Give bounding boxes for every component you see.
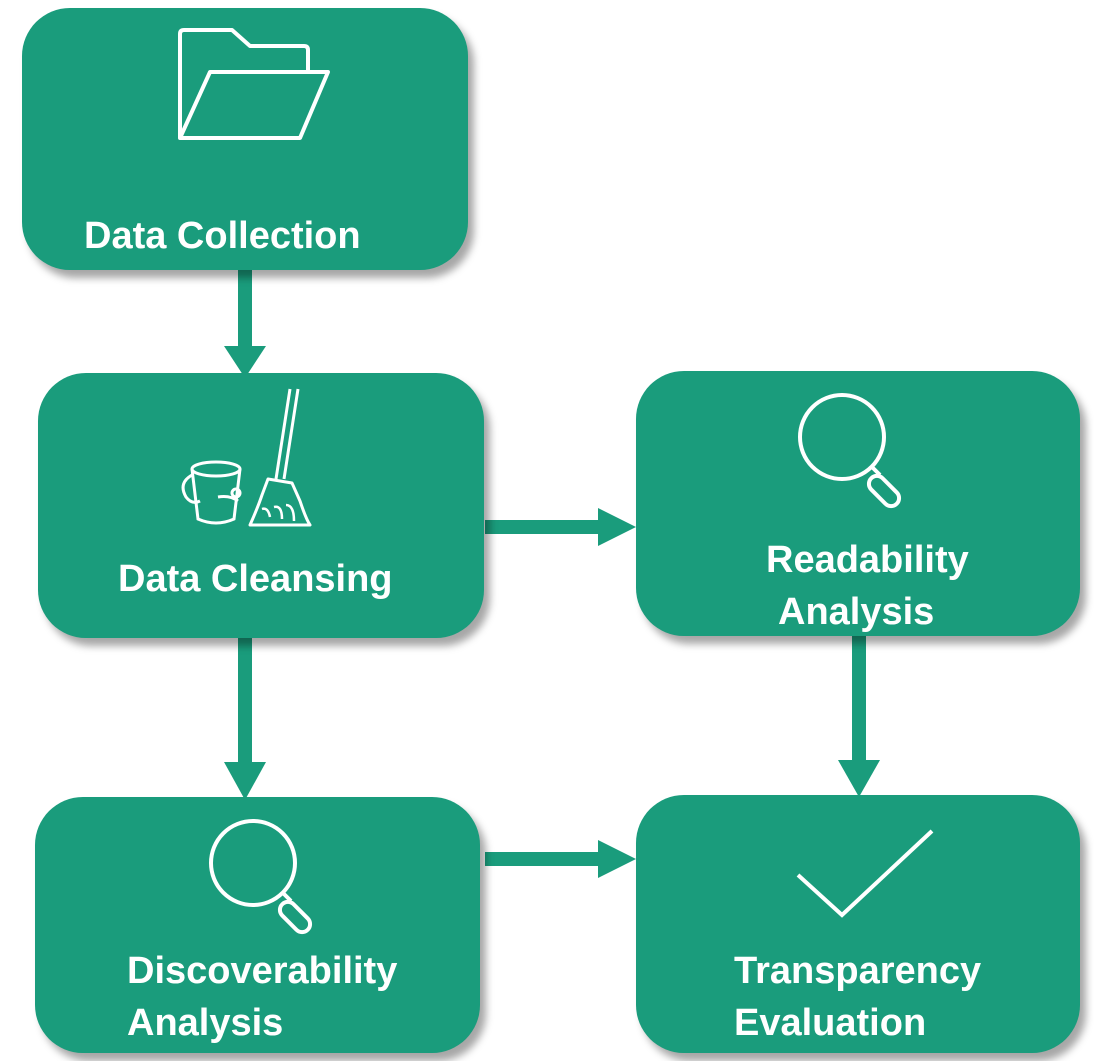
- arrow-cleansing-to-readability: [485, 508, 636, 546]
- node-discoverability-analysis: Discoverability Analysis: [35, 797, 480, 1053]
- node-data-cleansing: Data Cleansing: [38, 373, 484, 638]
- label-line: Analysis: [127, 1002, 284, 1044]
- label-line: Discoverability: [127, 950, 398, 992]
- label-line: Data Collection: [84, 215, 361, 257]
- checkmark-icon: [796, 829, 936, 924]
- magnifier-icon: [796, 389, 926, 514]
- magnifier-icon: [207, 815, 337, 940]
- node-readability-analysis: Readability Analysis: [636, 371, 1080, 636]
- folder-icon: [172, 28, 332, 153]
- node-label: Discoverability Analysis: [127, 945, 397, 1049]
- node-label: Data Cleansing: [118, 553, 393, 605]
- arrow-readability-to-transparency: [838, 636, 880, 797]
- node-transparency-evaluation: Transparency Evaluation: [636, 795, 1080, 1053]
- arrow-cleansing-to-discoverability: [224, 638, 266, 800]
- node-label: Readability Analysis: [766, 534, 969, 638]
- node-label: Transparency Evaluation: [734, 945, 981, 1049]
- bucket-broom-icon: [178, 387, 318, 534]
- arrow-discoverability-to-transparency: [485, 840, 636, 878]
- arrow-collection-to-cleansing: [224, 270, 266, 378]
- label-line: Analysis: [778, 591, 935, 633]
- label-line: Readability: [766, 539, 969, 581]
- node-data-collection: Data Collection: [22, 8, 468, 270]
- label-line: Evaluation: [734, 1002, 927, 1044]
- node-label: Data Collection: [84, 210, 361, 262]
- label-line: Transparency: [734, 950, 982, 992]
- label-line: Data Cleansing: [118, 558, 393, 600]
